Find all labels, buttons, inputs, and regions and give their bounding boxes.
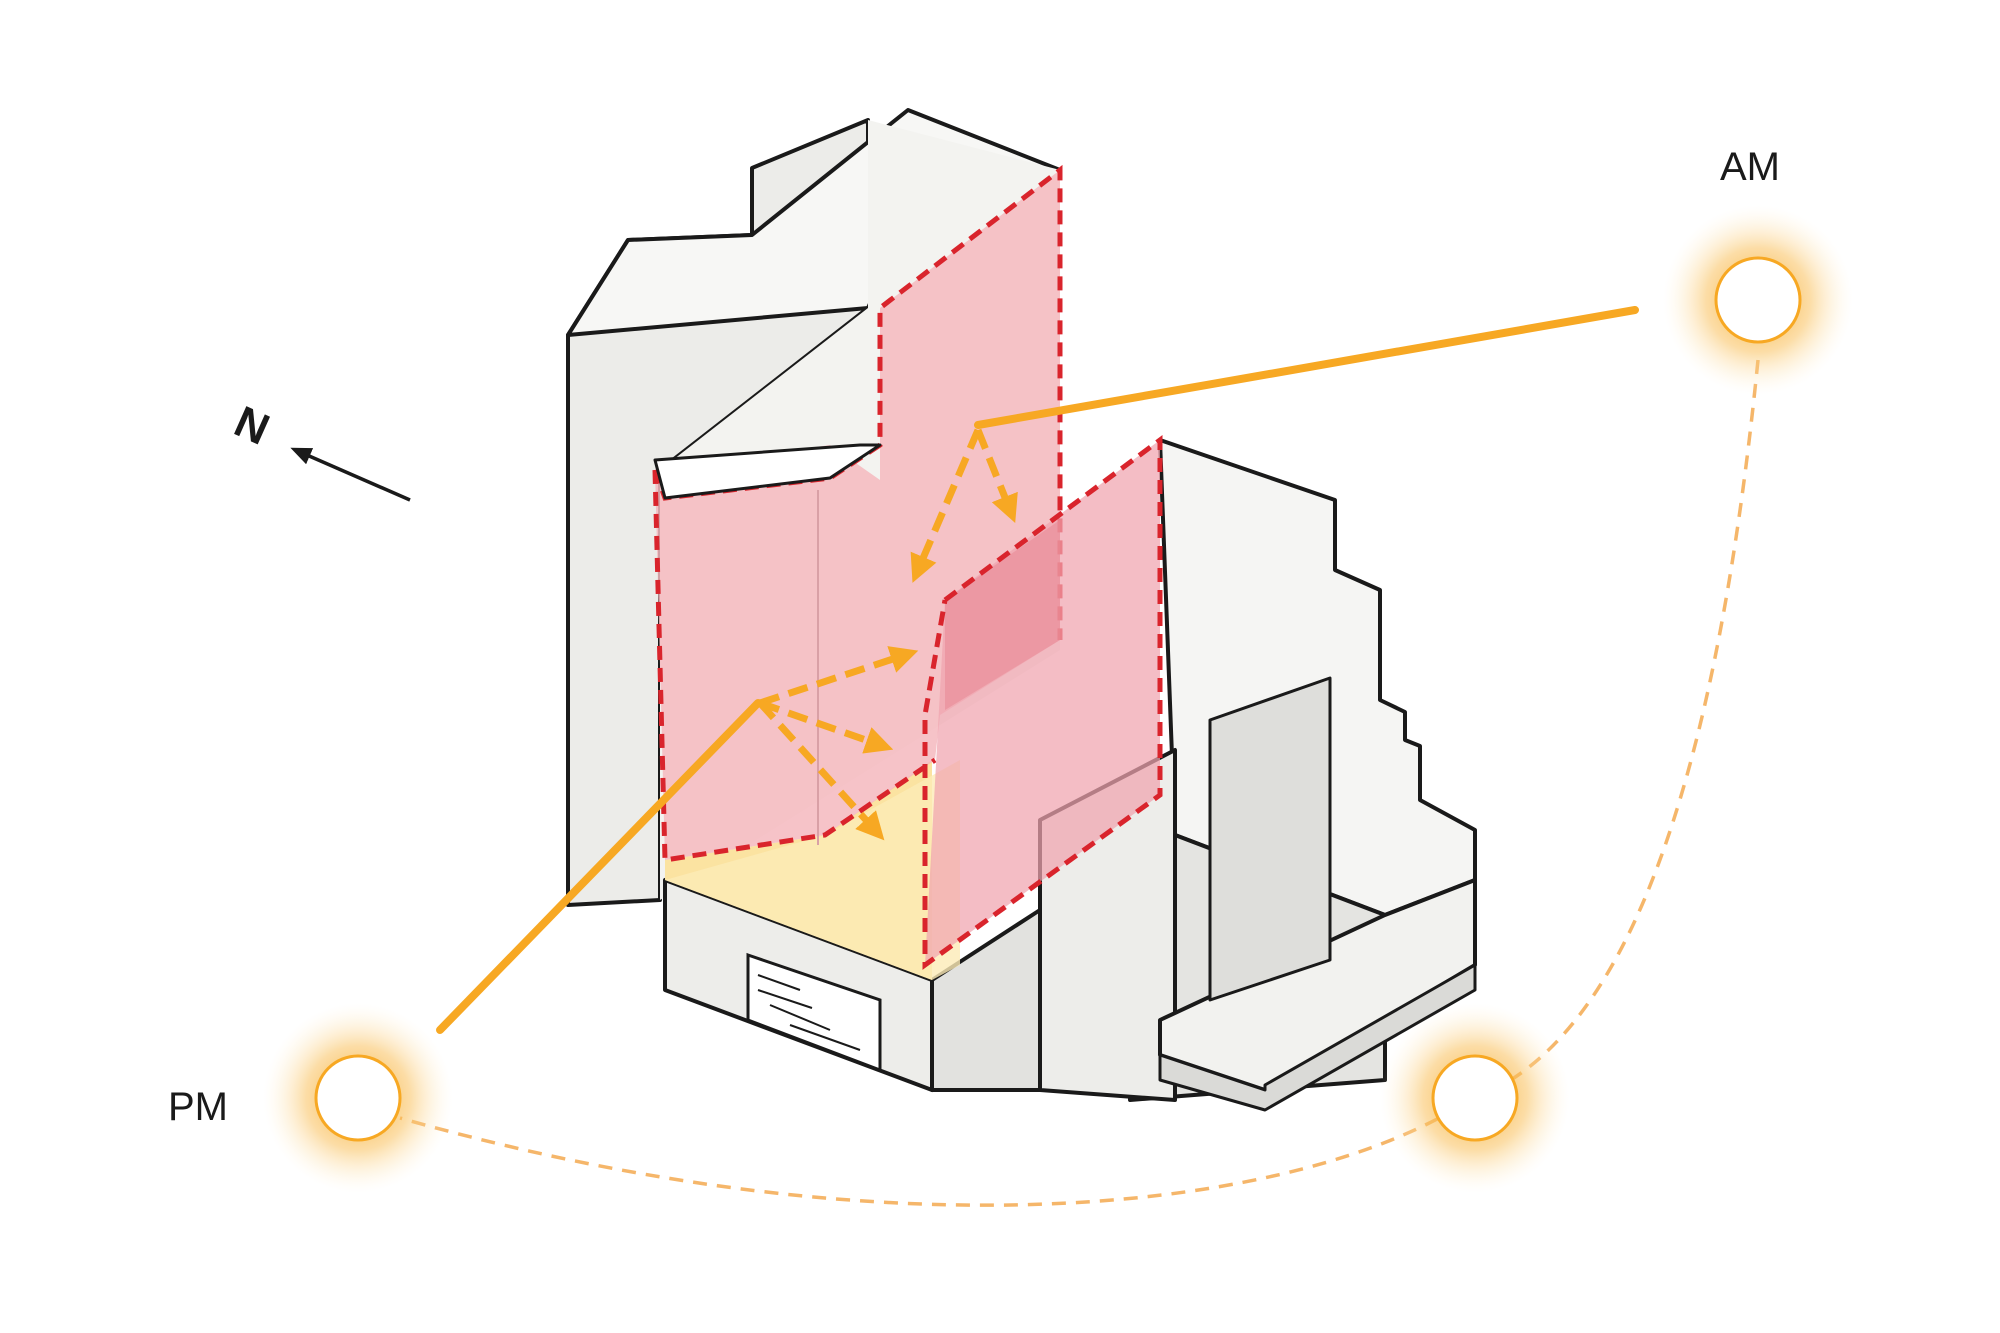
pm-label: PM: [168, 1085, 228, 1129]
pm-reflect-ray-2: [758, 699, 894, 754]
north-arrow-line: [290, 447, 411, 502]
pm-reflect-ray-1: [758, 646, 919, 707]
noon-sun-disc: [1431, 1054, 1519, 1142]
east-plane-edge: [922, 435, 1163, 970]
pm-sun: [263, 1003, 453, 1193]
east-terrace-face: [1158, 963, 1477, 1112]
north-arrow: N: [227, 397, 411, 502]
am-sun: [1663, 205, 1853, 395]
am-label: AM: [1720, 145, 1780, 189]
east-facade-panel: [1208, 676, 1332, 1002]
am-reflect-ray-1: [910, 428, 982, 583]
north-label: N: [227, 397, 276, 455]
tower-notch-ledge: [653, 443, 882, 500]
noon-sun: [1380, 1003, 1570, 1193]
pm-incident-ray: [436, 699, 762, 1034]
am-reflect-ray-2: [974, 428, 1018, 523]
reflective-planes: [652, 164, 1163, 970]
am-sun-disc: [1714, 256, 1802, 344]
podium-side: [930, 908, 1042, 1092]
courtyard-floor-lit: [665, 760, 960, 980]
east-plane-overlap: [945, 520, 1060, 710]
am-incident-ray: [974, 306, 1639, 429]
entrance-stair: [757, 974, 861, 1051]
west-plane-edge: [652, 469, 937, 863]
sun-rays: [436, 306, 1639, 1034]
pm-sun-disc: [314, 1054, 402, 1142]
